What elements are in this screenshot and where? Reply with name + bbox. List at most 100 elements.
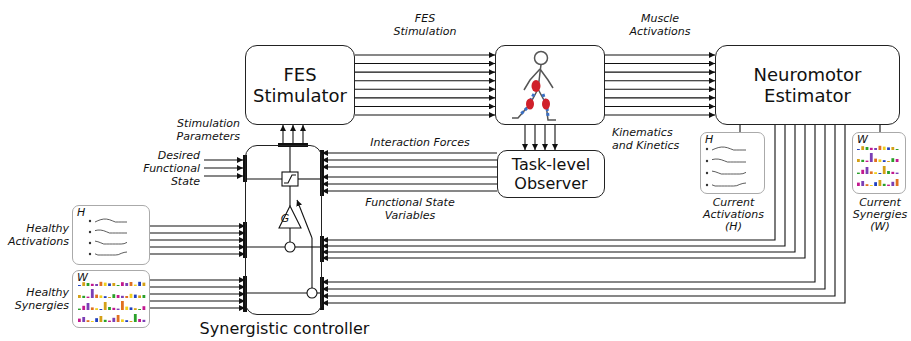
curve-dot [89, 242, 91, 244]
connector-line [879, 125, 880, 132]
inset-heading: Current Activations (H) [697, 197, 770, 233]
activation-curve [95, 241, 127, 244]
activation-curve [712, 147, 746, 150]
synergy-bar [874, 182, 877, 186]
synergy-bar [112, 308, 115, 310]
synergy-bar [112, 294, 115, 298]
signal-label: Functional State Variables [350, 196, 470, 222]
box-label: Neuromotor Estimator [721, 64, 894, 106]
synergy-bar [891, 147, 894, 150]
synergy-bar [138, 282, 141, 286]
process-box: FES Stimulator [245, 45, 355, 125]
synergy-bar [125, 307, 128, 310]
inset-panel: Healthy ActivationsH [72, 205, 150, 265]
connector-line [322, 125, 775, 240]
connector-line [322, 176, 497, 177]
synergy-bar [870, 153, 873, 162]
input-arrows [204, 160, 243, 176]
synergy-bar [87, 303, 90, 310]
matrix-symbol: H [705, 133, 713, 146]
synergy-bar [130, 282, 133, 286]
activation-curve [95, 230, 127, 233]
synergy-bar [91, 289, 94, 298]
synergy-bar [857, 183, 860, 186]
signal-connector [355, 55, 495, 115]
synergy-bar [861, 160, 864, 162]
connector-line [355, 72, 495, 73]
signal-connector [322, 125, 805, 258]
synergy-bar [87, 320, 90, 322]
connector-line [322, 125, 825, 289]
connector-line [605, 97, 715, 98]
synergy-bar [125, 320, 128, 322]
synergy-bar [134, 285, 137, 286]
synergy-bar [87, 297, 90, 298]
synergy-bar [78, 295, 81, 298]
process-box: Task-level Observer [497, 150, 605, 198]
synergy-bar [104, 296, 107, 298]
connector-line [605, 63, 715, 64]
connector-line [150, 239, 245, 240]
synergy-bar [125, 283, 128, 286]
synergy-bar [887, 147, 890, 150]
synergy-bar [104, 320, 107, 322]
synergy-bar [874, 159, 877, 162]
synergy-bar [108, 283, 111, 286]
signal-label: Interaction Forces [350, 136, 490, 149]
synergy-bar [866, 167, 869, 174]
connector-line [605, 89, 715, 90]
synergy-bar [887, 161, 890, 162]
synergy-bar [879, 146, 882, 150]
synergy-bar [108, 307, 111, 310]
inset-panel: WCurrent Synergies (W) [852, 132, 906, 194]
synergy-bar [866, 184, 869, 186]
connector-line [544, 125, 545, 150]
inset-panel: HCurrent Activations (H) [700, 132, 765, 194]
figure-box [495, 45, 605, 125]
synergy-bar [861, 146, 864, 150]
connector-line [605, 106, 715, 107]
synergy-bar [82, 306, 85, 310]
synergy-bar [879, 159, 882, 162]
input-label: Desired Functional State [130, 149, 200, 188]
signal-connector [283, 125, 303, 145]
synergy-bar [104, 283, 107, 286]
synergy-bar [117, 309, 120, 310]
synergy-bar [130, 321, 133, 322]
synergy-bar [861, 181, 864, 186]
synergy-bar [891, 182, 894, 186]
synergy-bar [143, 283, 146, 286]
connector-line [322, 152, 497, 153]
connector-line [322, 125, 785, 246]
connector-line [322, 125, 845, 303]
connector-line [355, 54, 495, 55]
synergy-bar [91, 284, 94, 286]
connector-line [150, 300, 245, 301]
signal-connector [322, 177, 497, 191]
connector-line [302, 125, 303, 145]
curve-dot [89, 220, 91, 222]
inset-heading: Healthy Synergies [5, 286, 69, 312]
synergy-bar [887, 171, 890, 174]
synergy-bar [112, 283, 115, 286]
synergy-bar [121, 319, 124, 322]
connector-line [322, 125, 815, 282]
connector-line [282, 125, 283, 145]
signal-connector [525, 125, 555, 150]
connector-line [322, 166, 497, 167]
synergy-bar [117, 315, 120, 322]
signal-label: Stimulation Parameters [160, 117, 240, 143]
synergy-bar [91, 321, 94, 322]
synergy-bar [95, 308, 98, 310]
synergy-bar [857, 173, 860, 174]
connector-line [355, 97, 495, 98]
walking-figure [512, 52, 556, 121]
synergy-bar [874, 148, 877, 150]
synergy-bar [112, 318, 115, 322]
activation-curve [95, 219, 127, 222]
synergy-bar [100, 282, 103, 286]
signal-connector [322, 153, 497, 167]
signal-connector [880, 125, 881, 132]
inset-panel: Healthy SynergiesW [72, 270, 150, 328]
synergy-bar [896, 149, 899, 150]
